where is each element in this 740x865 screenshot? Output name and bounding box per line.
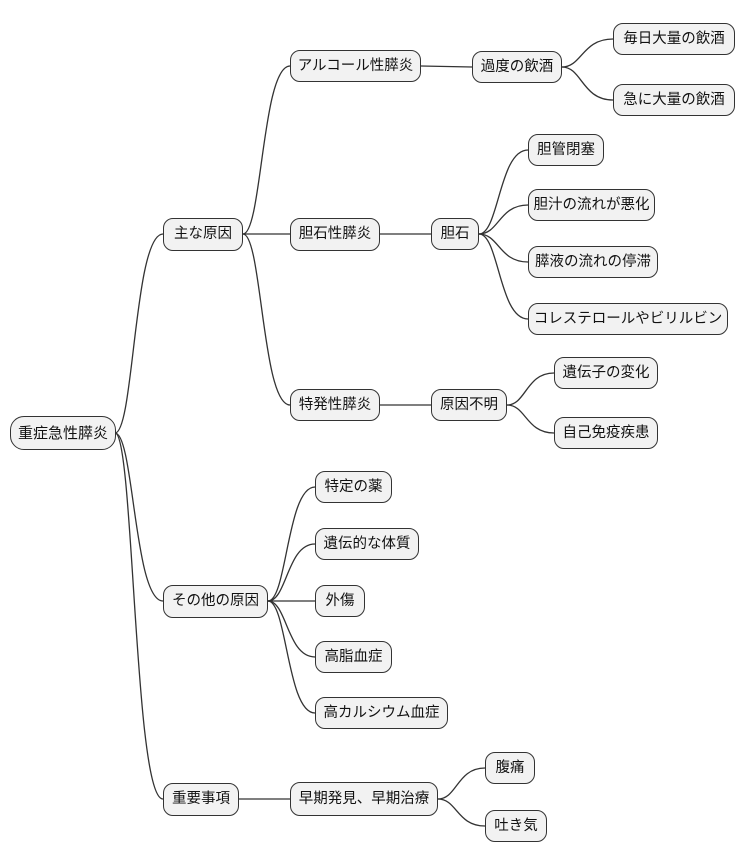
edge-excess-daily bbox=[561, 38, 614, 68]
node-abdominal-pain: 腹痛 bbox=[485, 752, 535, 784]
edge-other-hyperlipid bbox=[267, 600, 316, 658]
edge-other-genetic bbox=[267, 543, 316, 602]
node-trauma: 外傷 bbox=[315, 585, 365, 617]
edge-root-other-causes bbox=[114, 432, 164, 602]
node-nausea: 吐き気 bbox=[485, 810, 547, 842]
node-autoimmune-disease: 自己免疫疾患 bbox=[554, 417, 658, 449]
node-pancreatic-juice-stagnation: 膵液の流れの停滞 bbox=[528, 246, 658, 278]
node-cholesterol-bilirubin: コレステロールやビリルビン bbox=[528, 303, 728, 335]
edge-stone-cholesterol bbox=[478, 233, 529, 320]
node-unknown-cause: 原因不明 bbox=[431, 389, 507, 421]
node-gallstone-pancreatitis: 胆石性膵炎 bbox=[290, 218, 380, 251]
edge-early-nausea bbox=[437, 798, 486, 827]
node-excessive-drinking: 過度の飲酒 bbox=[472, 51, 562, 83]
node-gene-mutation: 遺伝子の変化 bbox=[554, 357, 658, 389]
node-bile-duct-obstruction: 胆管閉塞 bbox=[528, 134, 604, 166]
edge-other-drugs bbox=[267, 486, 316, 602]
node-hyperlipidemia: 高脂血症 bbox=[315, 641, 392, 673]
node-alcoholic-pancreatitis: アルコール性膵炎 bbox=[290, 50, 421, 82]
edge-excess-sudden bbox=[561, 66, 614, 101]
edge-unknown-gene bbox=[506, 372, 555, 406]
node-other-causes: その他の原因 bbox=[163, 585, 268, 618]
node-genetic-predisposition: 遺伝的な体質 bbox=[315, 528, 419, 560]
edge-early-pain bbox=[437, 767, 486, 800]
node-root: 重症急性膵炎 bbox=[10, 416, 116, 450]
node-early-detection-treatment: 早期発見、早期治療 bbox=[290, 782, 438, 816]
edge-alcoholic-excess bbox=[420, 65, 473, 68]
edge-stone-stagnation bbox=[478, 233, 529, 263]
edge-main-idiopathic bbox=[242, 233, 291, 406]
edge-stone-bileflow bbox=[478, 204, 529, 235]
node-key-points: 重要事項 bbox=[163, 783, 239, 816]
node-daily-heavy-drinking: 毎日大量の飲酒 bbox=[613, 23, 735, 55]
node-hypercalcemia: 高カルシウム血症 bbox=[315, 697, 448, 729]
node-idiopathic-pancreatitis: 特発性膵炎 bbox=[290, 389, 380, 421]
node-main-causes: 主な原因 bbox=[163, 218, 243, 251]
node-bile-flow-worsened: 胆汁の流れが悪化 bbox=[528, 189, 655, 221]
node-gallstone: 胆石 bbox=[431, 218, 479, 250]
edge-root-key-points bbox=[114, 432, 164, 800]
node-certain-drugs: 特定の薬 bbox=[315, 471, 392, 503]
node-sudden-heavy-drinking: 急に大量の飲酒 bbox=[613, 84, 735, 116]
edge-unknown-autoimmune bbox=[506, 404, 555, 434]
edge-root-main-causes bbox=[114, 233, 164, 434]
edge-stone-obstruction bbox=[478, 149, 529, 235]
edge-main-alcoholic bbox=[242, 65, 291, 235]
edge-other-hypercalc bbox=[267, 600, 316, 714]
